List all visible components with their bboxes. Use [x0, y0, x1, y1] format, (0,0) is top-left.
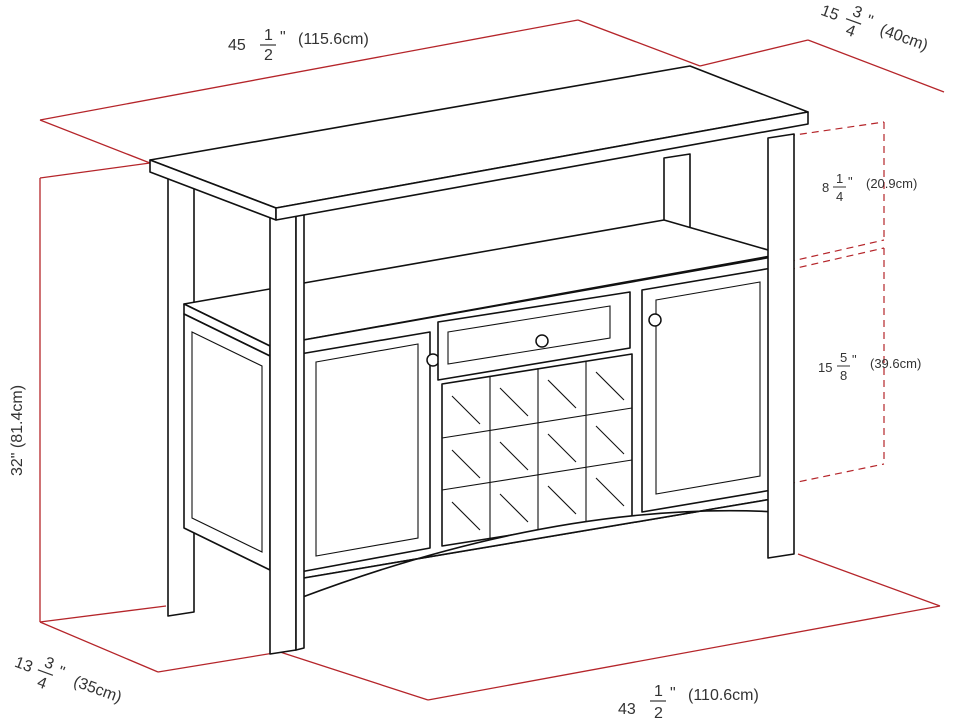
top-depth-metric: (40cm) — [877, 22, 930, 55]
label-cabinet-height: 15 5 8 " (39.6cm) — [818, 350, 921, 383]
shelf-height-inch: " — [848, 174, 853, 189]
label-base-depth: 13 3 4 " (35cm) — [12, 654, 124, 706]
base-width-inch: " — [670, 685, 676, 702]
right-door-knob — [648, 313, 662, 327]
base-depth-den: 4 — [35, 674, 49, 693]
top-width-extension-left — [39, 119, 151, 164]
label-base-width: 43 1 2 " (110.6cm) — [618, 683, 759, 722]
left-side-inset — [191, 331, 263, 553]
height-extension-bottom — [39, 605, 167, 623]
cabinet-height-num: 5 — [840, 350, 847, 365]
top-width-metric: (115.6cm) — [298, 31, 369, 48]
shelf-height-whole: 8 — [822, 180, 829, 195]
base-width-num: 1 — [654, 683, 663, 700]
shelf-bottom-dashed — [787, 239, 885, 263]
cabinet-height-den: 8 — [840, 368, 847, 383]
cabinet-height-metric: (39.6cm) — [870, 356, 921, 371]
top-width-den: 2 — [264, 47, 273, 64]
cabinet-height-inch: " — [852, 352, 857, 367]
shelf-top-dashed — [787, 121, 885, 137]
base-depth-inch: " — [56, 663, 67, 681]
label-total-height: 32" (81.4cm) — [9, 385, 26, 476]
right-door-panel — [655, 281, 761, 495]
tabletop-edge-front — [275, 111, 809, 221]
base-depth-extension — [157, 651, 281, 673]
top-depth-line — [807, 39, 945, 93]
dimension-lines — [39, 19, 945, 701]
right-door — [641, 267, 773, 513]
left-door — [299, 331, 431, 573]
drawer-knob — [535, 334, 549, 348]
shelf-height-num: 1 — [836, 171, 843, 186]
top-width-num: 1 — [264, 27, 273, 44]
front-left-leg — [269, 203, 297, 655]
shelf-height-den: 4 — [836, 189, 843, 204]
base-width-line — [427, 605, 941, 701]
top-width-whole: 45 — [228, 37, 246, 54]
total-height-text: 32" (81.4cm) — [9, 385, 26, 476]
label-top-depth: 15 3 4 " (40cm) — [819, 2, 931, 55]
base-width-extension-left — [279, 651, 429, 701]
top-width-inch: " — [280, 29, 286, 46]
base-depth-line — [39, 621, 159, 673]
base-width-whole: 43 — [618, 701, 636, 718]
sideboard-drawing — [149, 65, 809, 655]
front-left-leg-side — [295, 203, 305, 651]
top-width-extension-right — [577, 19, 701, 67]
bottom-apron — [291, 497, 779, 599]
left-door-panel — [315, 343, 419, 557]
cabinet-top-dashed — [787, 247, 885, 271]
top-depth-den: 4 — [843, 22, 857, 41]
wine-rack — [441, 353, 633, 547]
top-depth-inch: " — [864, 12, 875, 30]
cabinet-bottom-dashed — [787, 463, 885, 485]
drawer-inset — [447, 305, 611, 365]
base-width-den: 2 — [654, 705, 663, 722]
left-side-panel — [183, 313, 271, 571]
base-depth-metric: (35cm) — [71, 673, 124, 706]
top-depth-num: 3 — [850, 3, 864, 22]
label-shelf-height: 8 1 4 " (20.9cm) — [822, 171, 917, 204]
base-width-metric: (110.6cm) — [688, 687, 759, 704]
height-extension-top — [39, 162, 151, 179]
wine-rack-grid — [441, 361, 633, 538]
base-depth-num: 3 — [42, 654, 56, 673]
top-depth-extension — [699, 39, 809, 67]
base-depth-whole: 13 — [12, 654, 35, 676]
base-width-extension-right — [797, 553, 941, 607]
top-width-line — [39, 19, 579, 121]
cabinet-height-whole: 15 — [818, 360, 832, 375]
label-top-width: 45 1 2 " (115.6cm) — [228, 27, 369, 64]
shelf-height-metric: (20.9cm) — [866, 176, 917, 191]
top-depth-whole: 15 — [819, 2, 842, 24]
front-right-leg — [767, 133, 795, 559]
